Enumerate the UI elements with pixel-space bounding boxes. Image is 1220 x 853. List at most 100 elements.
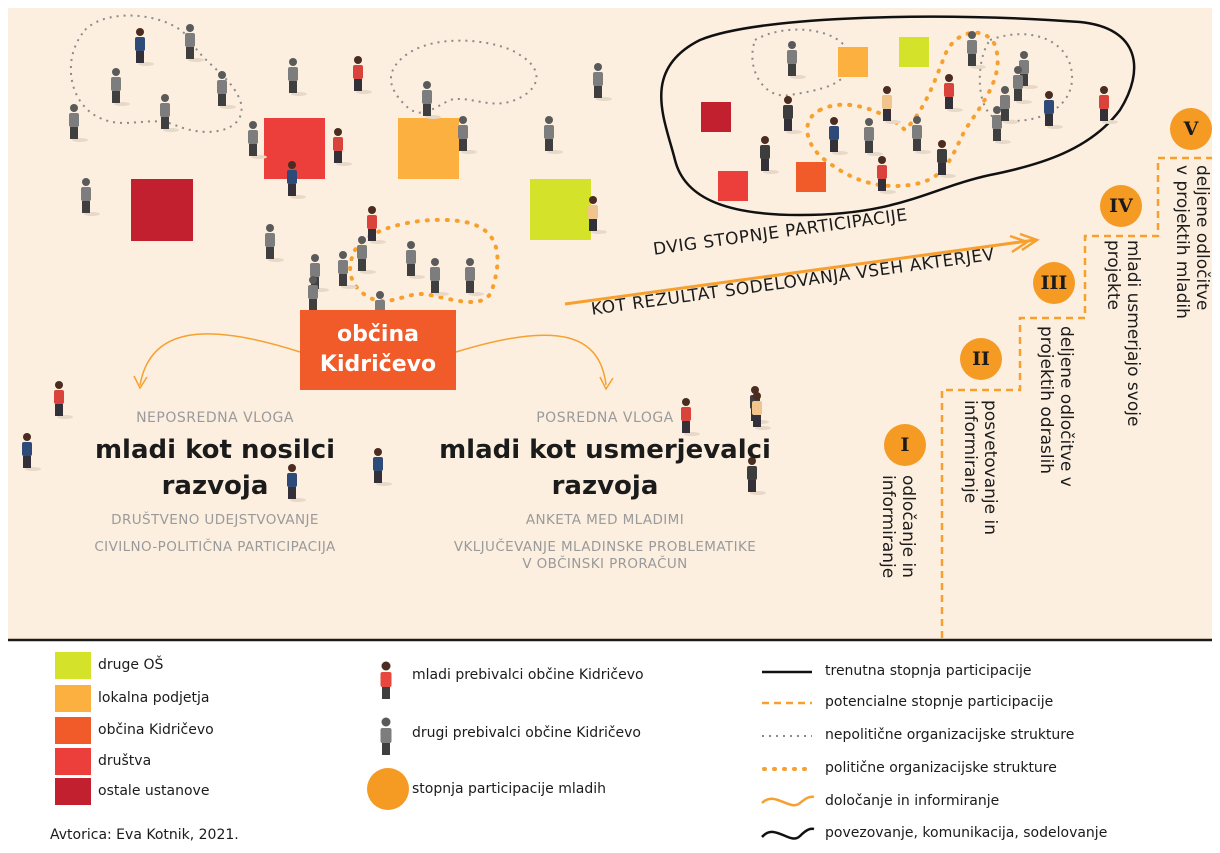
person-figure bbox=[367, 206, 386, 244]
person-figure bbox=[111, 68, 130, 106]
square-drustva bbox=[264, 118, 325, 179]
legend-label-nonpolitical: nepolitične organizacijske strukture bbox=[825, 727, 1075, 743]
arrowhead-right bbox=[599, 376, 614, 391]
person-figure bbox=[430, 258, 449, 296]
person-figure bbox=[864, 118, 883, 156]
participation-arrowhead bbox=[1009, 232, 1040, 254]
square-ostale-ustanove-small bbox=[701, 102, 731, 132]
person-figure bbox=[1000, 86, 1019, 124]
person-figure bbox=[747, 457, 766, 495]
legend-label-orange-wave: določanje in informiranje bbox=[825, 793, 1000, 809]
potential-participation-stairs bbox=[940, 156, 1212, 638]
person-figure bbox=[465, 258, 484, 296]
person-figure bbox=[967, 31, 986, 69]
legend-others-icon bbox=[380, 717, 392, 755]
legend-label-lokalna-podjetja: lokalna podjetja bbox=[98, 690, 210, 706]
legend-swatch-drustva bbox=[55, 748, 91, 775]
stage-badge-3: III bbox=[1033, 262, 1075, 304]
stage-text-2: posvetovanje in informiranje bbox=[960, 400, 1000, 535]
square-drustva-small bbox=[718, 171, 748, 201]
person-figure bbox=[248, 121, 267, 159]
left-role-title-2: razvoja bbox=[161, 471, 269, 501]
legend-label-current: trenutna stopnja participacije bbox=[825, 663, 1032, 679]
legend-label-circle: stopnja participacije mladih bbox=[412, 781, 606, 797]
left-role-sub-2: CIVILNO-POLITIČNA PARTICIPACIJA bbox=[94, 539, 336, 555]
person-figure bbox=[544, 116, 563, 154]
legend-label-black-wave: povezovanje, komunikacija, sodelovanje bbox=[825, 825, 1108, 841]
left-role-block: NEPOSREDNA VLOGA mladi kot nosilci razvo… bbox=[70, 410, 360, 556]
person-figure bbox=[783, 96, 802, 134]
stage-badge-1: I bbox=[884, 424, 926, 466]
person-figure bbox=[1013, 66, 1032, 104]
person-figure bbox=[406, 241, 425, 279]
legend-label-political: politične organizacijske strukture bbox=[825, 760, 1057, 776]
square-ostale-ustanove bbox=[131, 179, 193, 241]
legend-swatch-druge-os bbox=[55, 652, 91, 679]
curved-arrow-right bbox=[455, 334, 607, 386]
diagram-background bbox=[8, 8, 1212, 640]
legend-label-potential: potencialne stopnje participacije bbox=[825, 694, 1054, 710]
arrowhead-left bbox=[133, 375, 148, 390]
stage-badge-4: IV bbox=[1100, 185, 1142, 227]
person-figure bbox=[287, 464, 306, 502]
political-structure-middle bbox=[348, 217, 500, 304]
author-credit: Avtorica: Eva Kotnik, 2021. bbox=[50, 827, 239, 843]
left-role-sub-1: DRUŠTVENO UDEJSTVOVANJE bbox=[111, 512, 319, 528]
person-figure bbox=[373, 448, 392, 486]
person-figure bbox=[160, 94, 179, 132]
person-figure bbox=[287, 161, 306, 199]
person-figure bbox=[22, 433, 41, 471]
legend-swatch-ostale-ustanove bbox=[55, 778, 91, 805]
legend-swatch-lokalna-podjetja bbox=[55, 685, 91, 712]
person-figure bbox=[912, 116, 931, 154]
person-figure bbox=[54, 381, 73, 419]
person-figure bbox=[458, 116, 477, 154]
legend-label-others: drugi prebivalci občine Kidričevo bbox=[412, 725, 641, 741]
legend-label-drustva: društva bbox=[98, 753, 152, 769]
obcina-kidricevo-box: občina Kidričevo bbox=[300, 310, 456, 390]
person-figure bbox=[882, 86, 901, 124]
person-figure bbox=[593, 63, 612, 101]
person-figure bbox=[588, 196, 607, 234]
person-figure bbox=[357, 236, 376, 274]
legend-youth-icon bbox=[380, 661, 392, 699]
person-figure bbox=[69, 104, 88, 142]
person-figure bbox=[265, 224, 284, 262]
current-participation-boundary bbox=[660, 15, 1136, 217]
person-figure bbox=[338, 251, 357, 289]
legend-label-ostale-ustanove: ostale ustanove bbox=[98, 783, 210, 799]
right-role-block: POSREDNA VLOGA mladi kot usmerjevalci ra… bbox=[425, 410, 785, 573]
right-role-sub-3: V OBČINSKI PRORAČUN bbox=[522, 556, 688, 572]
nonpolitical-structure-far-right bbox=[978, 33, 1074, 122]
person-figure bbox=[937, 140, 956, 178]
right-role-sub-1: ANKETA MED MLADIMI bbox=[525, 512, 685, 528]
right-role-title-2: razvoja bbox=[551, 471, 659, 501]
stage-text-1: odločanje in informiranje bbox=[878, 475, 918, 579]
obcina-line1: občina bbox=[337, 322, 419, 347]
person-figure bbox=[217, 71, 236, 109]
person-figure bbox=[353, 56, 372, 94]
legend-label-youth: mladi prebivalci občine Kidričevo bbox=[412, 667, 644, 683]
participation-arrow bbox=[564, 238, 1036, 306]
person-figure bbox=[135, 28, 154, 66]
square-obcina-small bbox=[796, 162, 826, 192]
left-role-kind: NEPOSREDNA VLOGA bbox=[136, 410, 294, 426]
square-druge-os bbox=[530, 179, 591, 240]
person-figure bbox=[1099, 86, 1118, 124]
legend-swatch-obcina bbox=[55, 717, 91, 744]
person-figure bbox=[760, 136, 779, 174]
square-lokalna-podjetja-small bbox=[838, 47, 868, 77]
person-figure bbox=[81, 178, 100, 216]
stage-text-3: deljene odločitve v projektih odraslih bbox=[1036, 326, 1076, 487]
stage-badge-5: V bbox=[1170, 108, 1212, 150]
person-figure bbox=[185, 24, 204, 62]
person-figure bbox=[1044, 91, 1063, 129]
right-role-sub-2: VKLJUČEVANJE MLADINSKE PROBLEMATIKE bbox=[453, 539, 757, 555]
square-lokalna-podjetja bbox=[398, 118, 459, 179]
person-figure bbox=[681, 398, 700, 436]
person-figure bbox=[877, 156, 896, 194]
curved-arrow-left bbox=[139, 333, 301, 386]
legend-label-druge-os: druge OŠ bbox=[98, 657, 164, 673]
